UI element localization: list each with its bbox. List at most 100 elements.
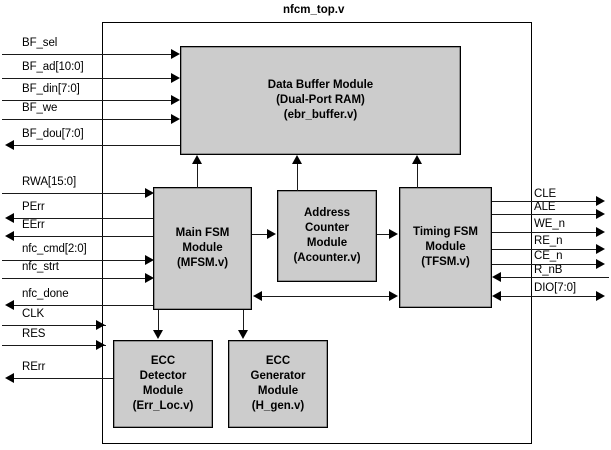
arrow-bf-ad <box>171 73 180 83</box>
arrow-acounter-to-tfsm <box>389 229 398 239</box>
arrow-dio-left <box>492 291 501 301</box>
arrow-mfsm-tfsm-bus-left <box>253 291 262 301</box>
arrow-perr <box>5 213 14 223</box>
block-timing-fsm-line-0: Timing FSM <box>413 225 478 238</box>
arrow-re-n <box>596 244 605 254</box>
arrow-ale <box>596 209 605 219</box>
block-main-fsm[interactable]: Main FSM Module (MFSM.v) <box>153 187 252 310</box>
block-main-fsm-line-2: (MFSM.v) <box>176 257 229 270</box>
wire-nfc-done <box>14 305 153 306</box>
arrow-tfsm-to-buffer <box>412 155 422 164</box>
signal-label-nfc-cmd: nfc_cmd[2:0] <box>22 243 87 255</box>
wire-re-n <box>492 249 597 250</box>
block-address-counter[interactable]: Address Counter Module (Acounter.v) <box>277 190 377 282</box>
wire-bf-sel <box>2 54 174 55</box>
signal-label-re-n: RE_n <box>534 235 563 247</box>
block-ecc-detector[interactable]: ECC Detector Module (Err_Loc.v) <box>113 340 213 428</box>
wire-tfsm-to-buffer <box>417 164 418 188</box>
signal-label-rerr: RErr <box>22 361 46 373</box>
arrow-bf-din <box>171 95 180 105</box>
wire-ale <box>492 214 597 215</box>
signal-label-perr: PErr <box>22 201 45 213</box>
block-data-buffer-line-2: (ebr_buffer.v) <box>283 109 358 122</box>
wire-bf-we <box>2 119 174 120</box>
signal-label-ale: ALE <box>534 201 556 213</box>
block-ecc-detector-line-0: ECC <box>150 354 176 367</box>
signal-label-nfc-done: nfc_done <box>22 288 69 300</box>
signal-label-res: RES <box>22 328 46 340</box>
page-title: nfcm_top.v <box>283 4 345 16</box>
signal-label-bf-sel: BF_sel <box>22 37 58 49</box>
wire-rwa <box>2 193 148 194</box>
arrow-r-nb <box>492 272 501 282</box>
signal-label-rwa: RWA[15:0] <box>22 176 77 188</box>
arrow-mfsm-to-ecc-detector <box>153 330 163 339</box>
arrow-we-n <box>596 227 605 237</box>
arrow-bf-sel <box>171 49 180 59</box>
block-timing-fsm-line-1: Module <box>425 240 466 253</box>
arrow-res <box>96 340 105 350</box>
block-address-counter-line-0: Address <box>303 206 351 219</box>
wire-mfsm-to-buffer <box>197 164 198 188</box>
signal-label-cle: CLE <box>534 188 557 200</box>
signal-label-nfc-strt: nfc_strt <box>22 261 59 273</box>
arrow-nfc-done <box>5 300 14 310</box>
arrow-nfc-strt <box>145 273 154 283</box>
wire-ce-n <box>492 264 597 265</box>
signal-label-r-nb: R_nB <box>534 264 563 276</box>
wire-nfc-strt <box>2 278 148 279</box>
signal-label-bf-dou: BF_dou[7:0] <box>22 128 84 140</box>
arrow-cle <box>596 196 605 206</box>
signal-label-ce-n: CE_n <box>534 250 563 262</box>
arrow-mfsm-to-ecc-generator <box>238 330 248 339</box>
block-ecc-detector-line-1: Detector <box>139 369 187 382</box>
arrow-clk <box>96 320 105 330</box>
wire-nfc-cmd <box>2 260 148 261</box>
arrow-mfsm-to-acounter <box>267 229 276 239</box>
arrow-eerr <box>5 231 14 241</box>
arrow-ce-n <box>596 259 605 269</box>
top-module-frame <box>102 22 532 444</box>
wire-mfsm-tfsm-bus <box>262 296 390 297</box>
block-data-buffer-line-1: (Dual-Port RAM) <box>276 93 365 106</box>
wire-mfsm-to-ecc-detector <box>158 310 159 331</box>
block-timing-fsm[interactable]: Timing FSM Module (TFSM.v) <box>399 187 492 308</box>
block-ecc-generator-line-1: Generator <box>250 369 306 382</box>
block-address-counter-line-1: Counter <box>304 221 350 234</box>
block-main-fsm-line-1: Module <box>182 241 223 254</box>
block-data-buffer-line-0: Data Buffer Module <box>267 78 374 91</box>
arrow-rwa <box>145 188 154 198</box>
wire-bf-dou <box>14 145 180 146</box>
signal-label-bf-din: BF_din[7:0] <box>22 83 80 95</box>
block-main-fsm-line-0: Main FSM <box>175 226 230 239</box>
wire-dio <box>501 296 597 297</box>
arrow-mfsm-tfsm-bus-right <box>389 291 398 301</box>
block-ecc-detector-line-3: (Err_Loc.v) <box>132 400 194 413</box>
block-data-buffer[interactable]: Data Buffer Module (Dual-Port RAM) (ebr_… <box>180 46 461 155</box>
arrow-dio-right <box>596 291 605 301</box>
wire-mfsm-to-ecc-generator <box>243 310 244 331</box>
block-address-counter-line-3: (Acounter.v) <box>293 252 361 265</box>
block-ecc-detector-line-2: Module <box>142 385 184 397</box>
arrow-nfc-cmd <box>145 255 154 265</box>
block-ecc-generator-line-3: (H_gen.v) <box>251 400 305 413</box>
block-timing-fsm-line-2: (TFSM.v) <box>421 256 470 269</box>
wire-r-nb <box>501 277 609 278</box>
wire-mfsm-to-acounter <box>252 234 269 235</box>
arrow-acounter-to-buffer <box>292 155 302 164</box>
wire-clk <box>2 325 106 326</box>
wire-we-n <box>492 232 597 233</box>
block-ecc-generator-line-0: ECC <box>265 354 291 367</box>
signal-label-bf-ad: BF_ad[10:0] <box>22 61 84 73</box>
arrow-bf-dou <box>5 140 14 150</box>
wire-res <box>2 345 106 346</box>
wire-acounter-to-tfsm <box>377 234 392 235</box>
wire-eerr <box>14 236 153 237</box>
arrow-rerr <box>5 373 14 383</box>
arrow-bf-we <box>171 114 180 124</box>
wire-bf-din <box>2 100 174 101</box>
block-ecc-generator[interactable]: ECC Generator Module (H_gen.v) <box>228 340 328 428</box>
block-address-counter-line-2: Module <box>306 237 348 249</box>
wire-acounter-to-buffer <box>297 164 298 191</box>
